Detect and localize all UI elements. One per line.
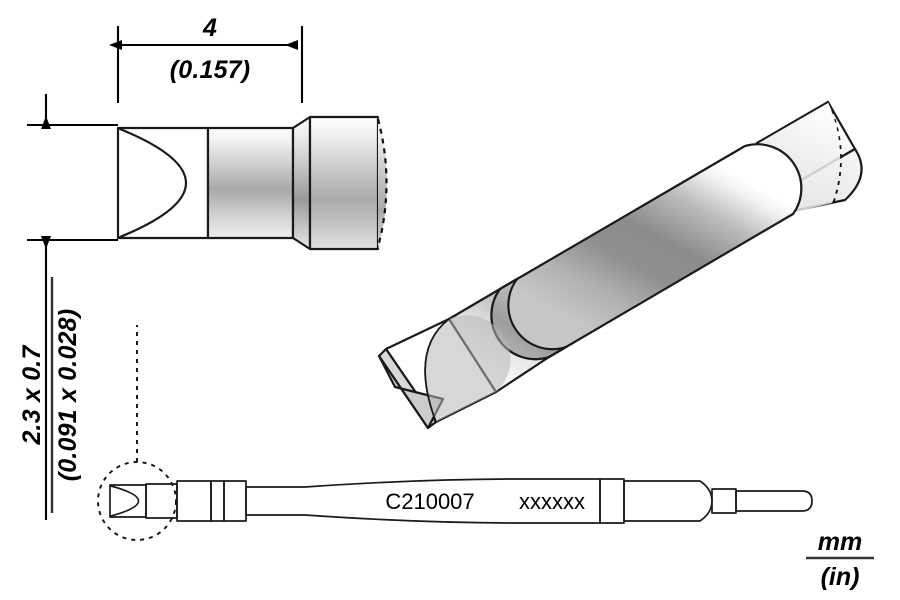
part-suffix-label: xxxxxx — [519, 489, 585, 514]
iso-rear-break-line — [827, 101, 842, 205]
detail-blade-flat-face — [116, 126, 210, 240]
detail-break-line — [376, 118, 388, 248]
units-denominator: (in) — [821, 563, 860, 591]
cartridge-tip-bevel — [110, 485, 140, 517]
detail-chisel-bevel-curve — [118, 127, 188, 239]
iso-chisel-intersection-curve-top — [424, 318, 450, 423]
cartridge-collar-b — [223, 480, 247, 522]
cartridge-rear-pin — [735, 490, 813, 512]
iso-rear-top-edge — [756, 101, 829, 144]
width-dimension-group: 4 (0.157) — [109, 14, 304, 103]
units-legend: mm (in) — [806, 528, 874, 591]
tip-dimension-inch: (0.091 x 0.028) — [54, 309, 82, 482]
iso-body-rear-seam — [744, 143, 803, 215]
detail-collar — [308, 115, 380, 251]
cartridge-band-rear-1 — [599, 478, 625, 524]
isometric-view — [377, 100, 863, 430]
cartridge-collar-a — [176, 480, 212, 522]
iso-chisel-shadow — [425, 315, 511, 422]
cartridge-rear-tube — [623, 480, 713, 522]
iso-main-body — [490, 143, 803, 361]
part-number-label: C210007 — [385, 489, 474, 514]
width-dimension-inch: (0.157) — [170, 56, 251, 84]
detail-circle-callout — [97, 325, 177, 541]
detail-side-view — [116, 115, 388, 251]
width-dimension-mm: 4 — [202, 14, 217, 42]
detail-shaft-cylinder — [206, 126, 295, 240]
full-cartridge-view: C210007 xxxxxx — [109, 478, 813, 524]
cartridge-tip-blade — [109, 484, 147, 518]
cartridge-tip-shaft — [145, 483, 178, 519]
units-numerator: mm — [818, 528, 862, 556]
tip-dimension-mm: 2.3 x 0.7 — [18, 345, 46, 446]
tip-dimension-group: 2.3 x 0.7 (0.091 x 0.028) — [18, 94, 118, 520]
cartridge-band-rear-2 — [711, 488, 737, 514]
cartridge-band-front — [210, 480, 225, 522]
detail-shaft-taper — [291, 115, 312, 251]
